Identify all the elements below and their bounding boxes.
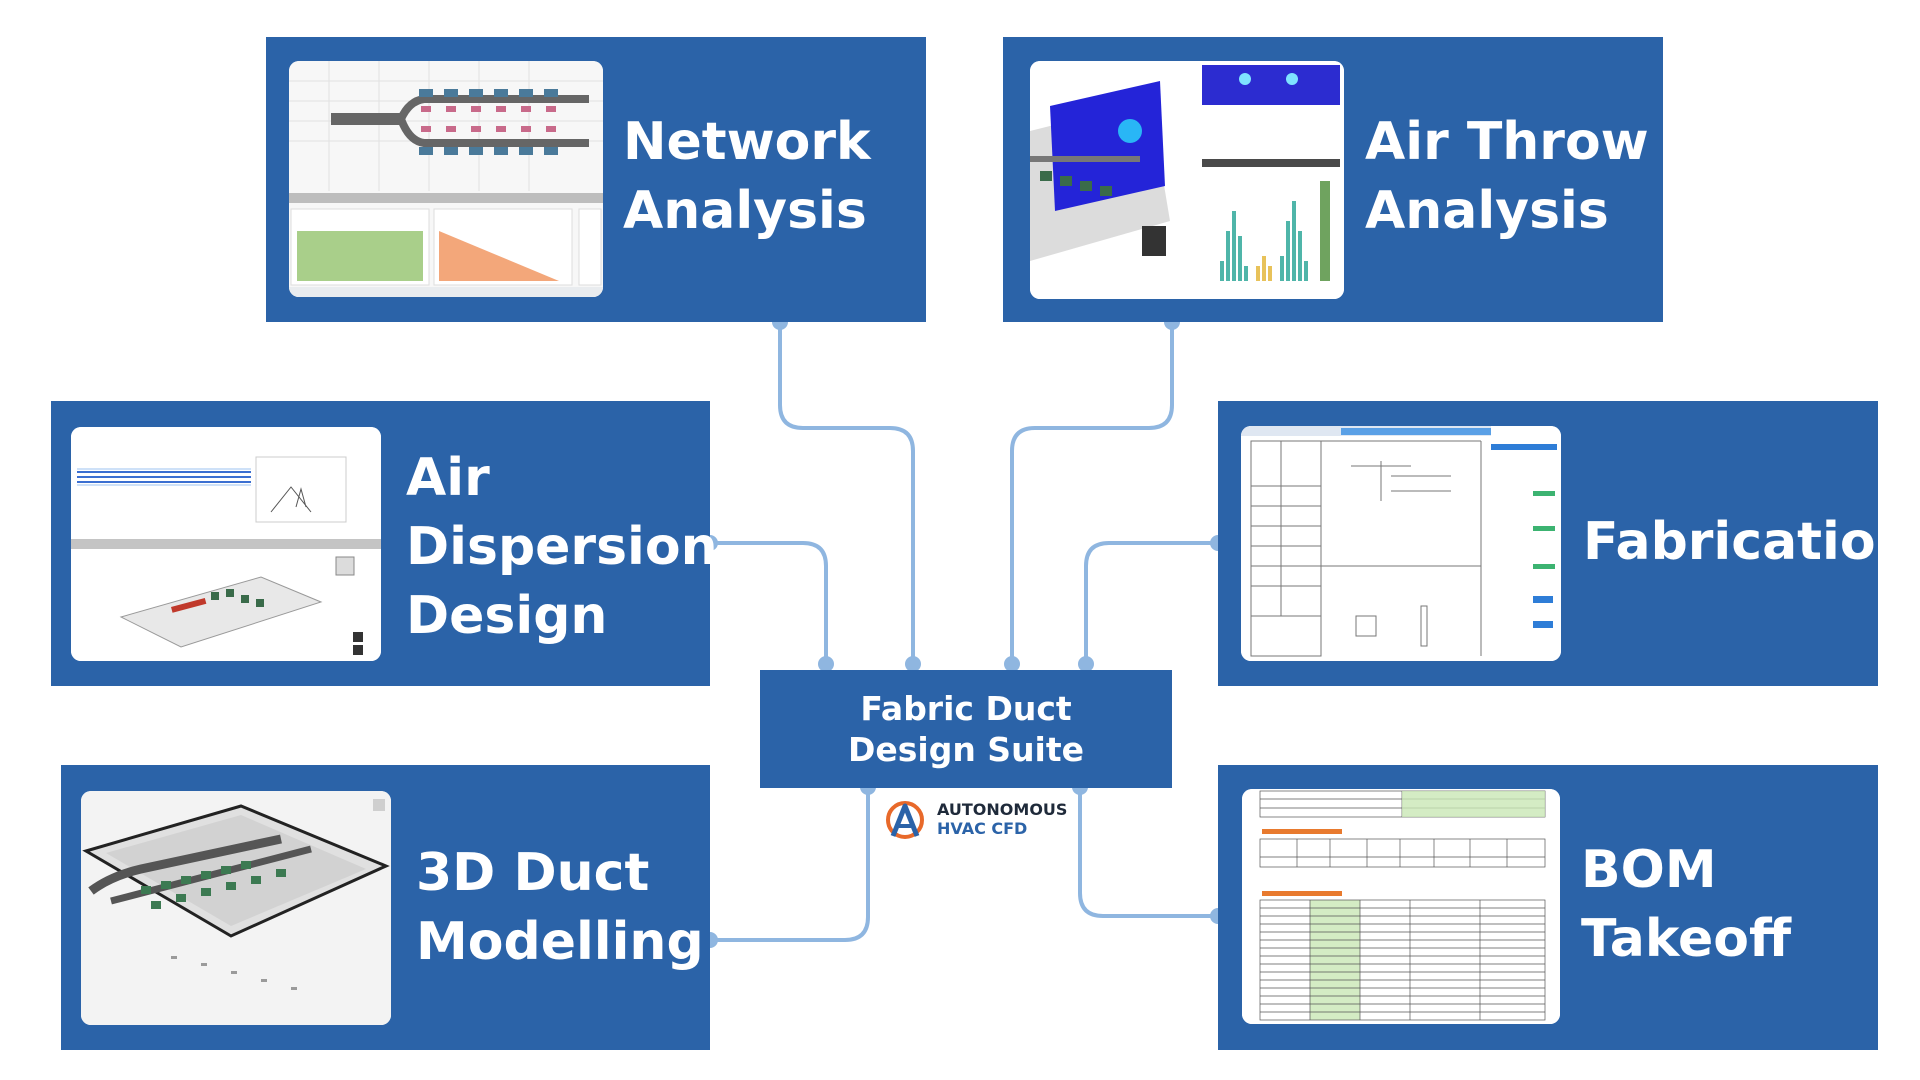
3d-duct-modelling-label: 3D Duct Modelling (416, 843, 704, 972)
card-3d-duct-modelling[interactable]: 3D Duct Modelling (61, 765, 710, 1050)
fabrication-screenshot (1241, 426, 1561, 661)
card-fabrication[interactable]: Fabrication (1218, 401, 1913, 686)
card-air-dispersion-design[interactable]: Air Dispersion Design (51, 401, 718, 686)
link-bom (1078, 785, 1220, 918)
air-throw-analysis-label: Air Throw Analysis (1365, 112, 1649, 241)
link-fabrication (1084, 541, 1220, 666)
bom-takeoff-label: BOM Takeoff (1581, 840, 1792, 969)
logo-line2: HVAC CFD (937, 819, 1028, 838)
link-network-analysis (778, 320, 915, 666)
bom-takeoff-screenshot (1242, 789, 1560, 1024)
card-network-analysis[interactable]: Network Analysis (266, 37, 926, 322)
air-throw-analysis-screenshot (1030, 61, 1344, 299)
center-title-line1: Fabric Duct (860, 689, 1072, 728)
link-air-throw (1010, 320, 1174, 666)
network-analysis-screenshot (289, 61, 603, 297)
card-air-throw-analysis[interactable]: Air Throw Analysis (1003, 37, 1663, 322)
logo-a-icon (886, 801, 924, 839)
link-3d-duct (708, 785, 870, 942)
logo-line1: AUTONOMOUS (937, 800, 1068, 819)
network-analysis-label: Network Analysis (623, 112, 871, 241)
link-air-dispersion (708, 541, 828, 666)
3d-duct-modelling-screenshot (81, 791, 391, 1025)
brand-logo: AUTONOMOUS HVAC CFD (885, 798, 1067, 840)
center-title-line2: Design Suite (847, 730, 1085, 769)
air-dispersion-design-label: Air Dispersion Design (406, 448, 718, 646)
air-dispersion-design-screenshot (71, 427, 381, 661)
fabrication-label: Fabrication (1583, 512, 1913, 572)
card-bom-takeoff[interactable]: BOM Takeoff (1218, 765, 1878, 1050)
center-hub[interactable]: Fabric Duct Design Suite (760, 670, 1172, 788)
